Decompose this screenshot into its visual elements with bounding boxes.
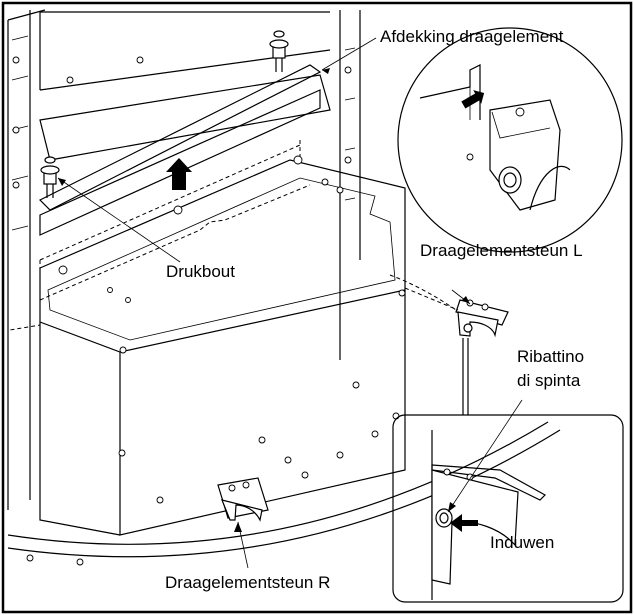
push-in-arrow [450,514,478,532]
leader-lines [57,37,523,569]
upper-shelf [39,11,331,161]
detail-view-cover [397,27,623,253]
base-plate [7,274,561,566]
label-push-pin-line2: di spinta [517,371,581,390]
push-bolt-left [40,156,60,198]
lift-up-arrow [166,158,192,190]
label-support-bracket-r: Draagelementsteun R [165,573,330,592]
support-bracket-l [455,299,509,338]
machine-frame [7,9,361,510]
push-arrow-detail [461,90,485,109]
bracket-l-dashed-leader [404,287,459,311]
label-push-in: Induwen [490,533,554,552]
support-bracket-r [217,477,269,522]
push-bolt-top [269,30,289,72]
label-support-cover: Afdekking draagelement [380,27,564,46]
label-push-bolt: Drukbout [166,262,235,281]
label-push-pin-line1: Ribattino [517,347,584,366]
support-box [39,155,406,536]
detail-view-pin [392,338,624,603]
support-cover [38,64,322,236]
label-support-bracket-l: Draagelementsteun L [420,241,583,260]
